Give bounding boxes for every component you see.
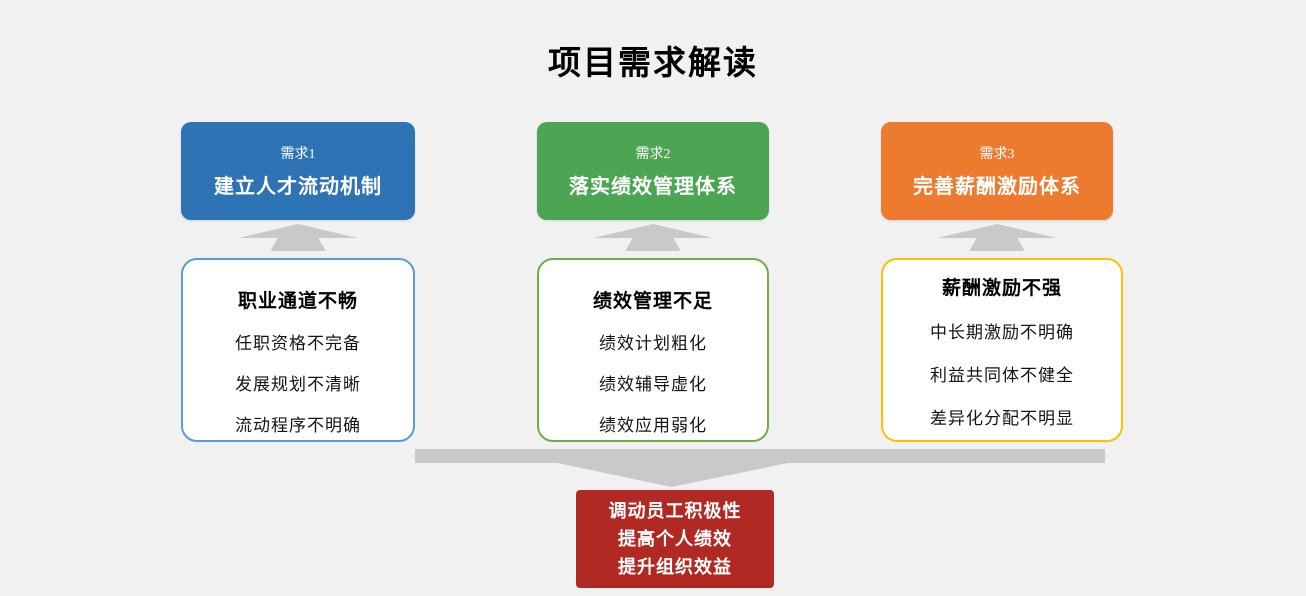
requirement-title: 建立人才流动机制 <box>214 176 382 198</box>
requirement-tag: 需求1 <box>280 147 316 162</box>
problem-item: 发展规划不清晰 <box>235 375 361 394</box>
up-arrow-icon <box>238 224 358 251</box>
problem-title: 绩效管理不足 <box>592 291 713 312</box>
requirement-tag: 需求3 <box>979 147 1015 162</box>
problem-title: 职业通道不畅 <box>237 291 358 312</box>
problem-item: 差异化分配不明显 <box>930 409 1074 428</box>
result-line: 调动员工积极性 <box>608 501 742 521</box>
requirement-header-1: 需求1 建立人才流动机制 <box>181 122 415 220</box>
problem-title: 薪酬激励不强 <box>941 278 1062 299</box>
problem-card-2: 绩效管理不足 绩效计划粗化 绩效辅导虚化 绩效应用弱化 <box>537 258 769 442</box>
problem-item: 绩效应用弱化 <box>599 416 707 435</box>
problem-item: 利益共同体不健全 <box>930 366 1074 385</box>
problem-card-3: 薪酬激励不强 中长期激励不明确 利益共同体不健全 差异化分配不明显 <box>881 258 1123 442</box>
requirement-tag: 需求2 <box>635 147 671 162</box>
requirement-title: 落实绩效管理体系 <box>569 176 737 198</box>
requirement-title: 完善薪酬激励体系 <box>913 176 1081 198</box>
problem-item: 绩效辅导虚化 <box>599 375 707 394</box>
problem-card-1: 职业通道不畅 任职资格不完备 发展规划不清晰 流动程序不明确 <box>181 258 415 442</box>
result-line: 提高个人绩效 <box>618 529 732 549</box>
problem-item: 中长期激励不明确 <box>930 323 1074 342</box>
problem-item: 流动程序不明确 <box>235 416 361 435</box>
diagram-title: 项目需求解读 <box>548 44 758 81</box>
problem-item: 任职资格不完备 <box>235 334 361 353</box>
result-line: 提升组织效益 <box>618 557 732 577</box>
up-arrow-icon <box>937 224 1057 251</box>
result-box: 调动员工积极性 提高个人绩效 提升组织效益 <box>576 490 774 588</box>
up-arrow-icon <box>593 224 713 251</box>
requirement-header-2: 需求2 落实绩效管理体系 <box>537 122 769 220</box>
merge-down-arrow-icon <box>415 449 1105 487</box>
problem-item: 绩效计划粗化 <box>599 334 707 353</box>
requirement-header-3: 需求3 完善薪酬激励体系 <box>881 122 1113 220</box>
